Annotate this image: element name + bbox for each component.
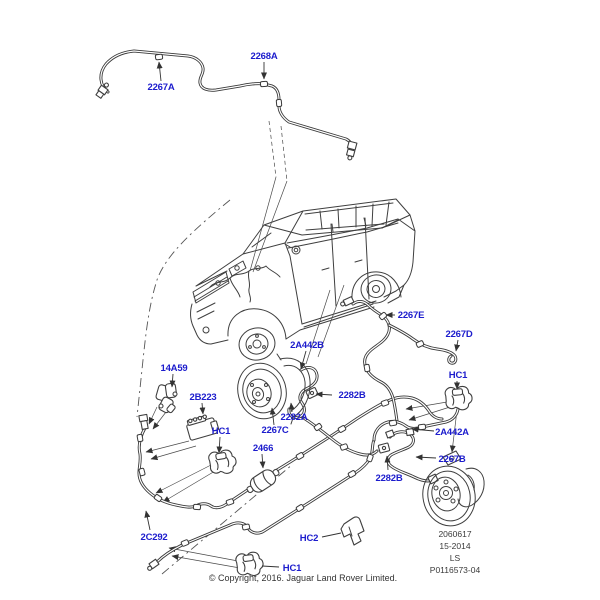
boundary-lines (136, 199, 294, 575)
rear-brake-disc (422, 450, 485, 527)
callout-2282b-mid: 2282B (339, 390, 366, 401)
copyright-text: © Copyright, 2016. Jaguar Land Rover Lim… (209, 573, 397, 583)
connector-14a59 (155, 382, 178, 414)
callout-leaders (144, 61, 461, 568)
info-block: 2060617 15-2014 LS P0116573-04 (430, 529, 481, 575)
brake-pipes (99, 49, 460, 564)
callout-2282a: 2282A (281, 412, 308, 423)
callout-2466: 2466 (253, 443, 273, 454)
callout-2267b: 2267B (439, 454, 466, 465)
vehicle-illustration (190, 198, 416, 361)
callout-labels: 2267A 2268A 2267E 2267D HC1 2A442B 2282B… (141, 51, 474, 574)
callout-2268a: 2268A (251, 51, 278, 62)
front-brake-disc (237, 353, 311, 425)
callout-hc2: HC2 (300, 533, 318, 544)
callout-2c292: 2C292 (141, 532, 168, 543)
callout-2267d: 2267D (446, 329, 473, 340)
info-line-3: LS (450, 553, 461, 563)
info-line-1: 2060617 (438, 529, 471, 539)
locator-lines (145, 120, 458, 569)
callout-2a442a: 2A442A (435, 427, 469, 438)
valve-block-2b223 (186, 414, 220, 441)
callout-2282b-rear: 2282B (376, 473, 403, 484)
info-line-4: P0116573-04 (430, 565, 481, 575)
pipe-fittings (95, 82, 439, 571)
callout-2b223: 2B223 (190, 392, 217, 403)
callout-hc1-left: HC1 (212, 426, 231, 437)
callout-2267a: 2267A (148, 82, 175, 93)
callout-2267c: 2267C (262, 425, 289, 436)
callout-2267e: 2267E (398, 310, 424, 321)
info-line-2: 15-2014 (439, 541, 470, 551)
connector-2466 (246, 468, 280, 494)
callout-hc1-right: HC1 (449, 370, 468, 381)
clip-hc1-right (444, 385, 474, 412)
callout-14a59: 14A59 (161, 363, 188, 374)
clip-hc2 (340, 516, 365, 546)
callout-2a442b: 2A442B (290, 340, 324, 351)
clip-hc1-left (207, 447, 239, 477)
callout-hc1-bottom: HC1 (283, 563, 302, 574)
